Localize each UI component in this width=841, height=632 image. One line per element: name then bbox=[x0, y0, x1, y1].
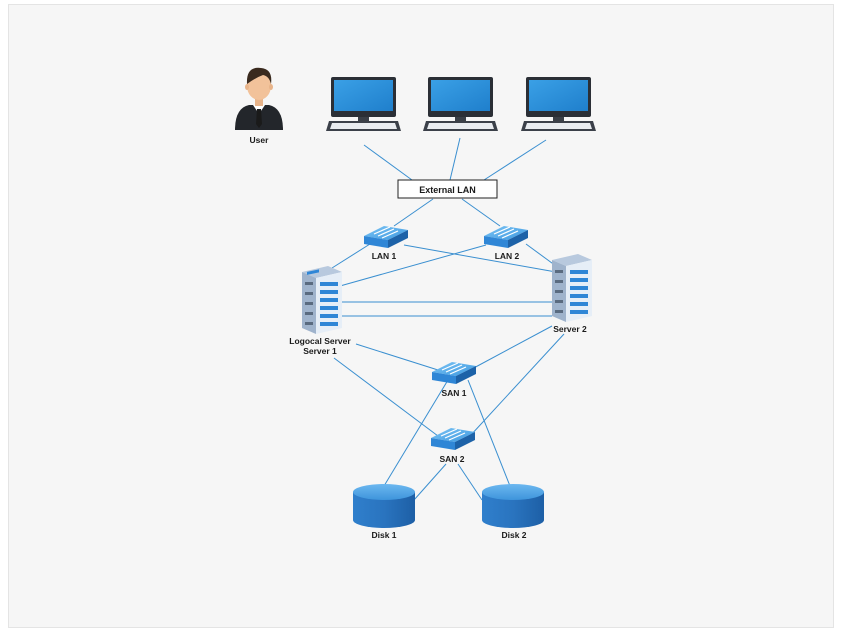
link-san2-disk2 bbox=[457, 463, 483, 501]
desktop-computer-icon bbox=[326, 77, 401, 131]
user-icon bbox=[235, 67, 283, 130]
lan1-label: LAN 1 bbox=[372, 251, 397, 261]
link-san1-disk2 bbox=[467, 379, 511, 487]
network-switch-icon bbox=[432, 362, 476, 384]
user-label: User bbox=[250, 135, 270, 145]
link-san1-disk1 bbox=[383, 379, 449, 487]
link-extlan-lan2 bbox=[461, 198, 501, 227]
server1-label-line1: Logocal Server bbox=[289, 336, 351, 346]
link-server2-san2 bbox=[469, 333, 565, 437]
san2-label: SAN 2 bbox=[439, 454, 464, 464]
external-lan-box: External LAN bbox=[397, 179, 498, 199]
server1-label-line2: Server 1 bbox=[303, 346, 337, 356]
link-lan1-server2 bbox=[403, 244, 557, 273]
link-server1-san2 bbox=[333, 357, 439, 437]
desktop-computer-icon bbox=[423, 77, 498, 131]
link-lan2-server2 bbox=[525, 243, 557, 267]
link-extlan-lan1 bbox=[393, 198, 434, 227]
link-server2-san1 bbox=[469, 325, 553, 371]
link-san2-disk1 bbox=[413, 463, 447, 501]
san1-label: SAN 1 bbox=[441, 388, 466, 398]
server-rack-icon bbox=[552, 254, 592, 322]
external-lan-label: External LAN bbox=[419, 185, 476, 195]
link-lan2-server1 bbox=[339, 244, 487, 287]
network-switch-icon bbox=[484, 226, 528, 248]
network-switch-icon bbox=[364, 226, 408, 248]
disk1-label: Disk 1 bbox=[371, 530, 396, 540]
server-rack-icon bbox=[302, 266, 342, 334]
connections bbox=[331, 137, 565, 501]
network-switch-icon bbox=[431, 428, 475, 450]
link-pc1-extlan bbox=[363, 144, 413, 181]
link-server1-san1 bbox=[355, 343, 439, 371]
disk-storage-icon bbox=[353, 484, 415, 528]
disk-storage-icon bbox=[482, 484, 544, 528]
server2-label: Server 2 bbox=[553, 324, 587, 334]
lan2-label: LAN 2 bbox=[495, 251, 520, 261]
link-pc3-extlan bbox=[483, 139, 547, 181]
link-lan1-server1 bbox=[331, 243, 371, 269]
link-pc2-extlan bbox=[449, 137, 461, 181]
disk2-label: Disk 2 bbox=[501, 530, 526, 540]
desktop-computer-icon bbox=[521, 77, 596, 131]
